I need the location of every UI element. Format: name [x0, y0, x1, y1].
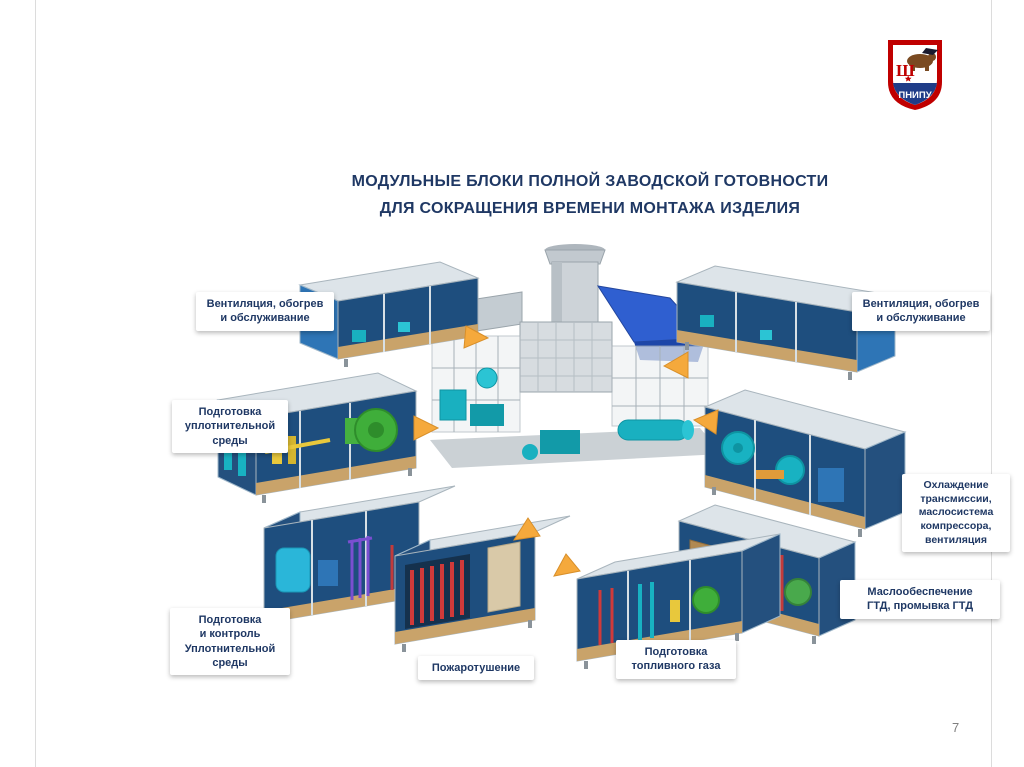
arrow-ventilation-right-icon — [662, 351, 689, 379]
university-logo: Ш ПНИПУ — [884, 36, 946, 119]
slide-right-border — [991, 0, 992, 767]
slide-title-line2: ДЛЯ СОКРАЩЕНИЯ ВРЕМЕНИ МОНТАЖА ИЗДЕЛИЯ — [379, 200, 801, 217]
graduation-cap-icon — [922, 48, 938, 55]
central-gas-turbine-unit-illustration — [430, 244, 722, 468]
label-transmission-cooling: Охлаждение трансмиссии, маслосистема ком… — [902, 474, 1010, 553]
slide-title-line1: МОДУЛЬНЫЕ БЛОКИ ПОЛНОЙ ЗАВОДСКОЙ ГОТОВНО… — [351, 173, 829, 190]
arrow-seal-prep-icon — [413, 415, 440, 441]
star-icon — [904, 75, 912, 82]
label-fire-suppression: Пожаротушение — [418, 656, 534, 681]
module-transmission-cooling-illustration — [703, 389, 907, 537]
arrow-fuel-gas-icon — [553, 553, 581, 577]
slide-title: МОДУЛЬНЫЕ БЛОКИ ПОЛНОЙ ЗАВОДСКОЙ ГОТОВНО… — [250, 168, 930, 222]
label-oil-supply-gtd: Маслообеспечение ГТД, промывка ГТД — [840, 580, 1000, 619]
logo-caption: ПНИПУ — [898, 90, 931, 101]
label-ventilation-left: Вентиляция, обогрев и обслуживание — [196, 292, 334, 331]
arrow-fire-icon — [512, 517, 541, 541]
module-seal-medium-control-illustration — [263, 485, 456, 631]
label-seal-medium-control: Подготовка и контроль Уплотнительной сре… — [170, 608, 290, 676]
arrow-cooling-icon — [692, 409, 719, 435]
logo-monogram: Ш — [896, 61, 915, 80]
label-ventilation-right: Вентиляция, обогрев и обслуживание — [852, 292, 990, 331]
slide-left-border — [35, 0, 36, 767]
arrow-ventilation-left-icon — [463, 325, 490, 349]
bear-icon — [907, 48, 938, 71]
page-number: 7 — [952, 720, 960, 735]
label-seal-medium-prep: Подготовка уплотнительной среды — [172, 400, 288, 453]
flow-arrows — [413, 325, 719, 577]
label-fuel-gas-prep: Подготовка топливного газа — [616, 640, 736, 679]
university-logo-shield: Ш ПНИПУ — [888, 40, 942, 110]
module-fire-suppression-illustration — [394, 515, 571, 652]
